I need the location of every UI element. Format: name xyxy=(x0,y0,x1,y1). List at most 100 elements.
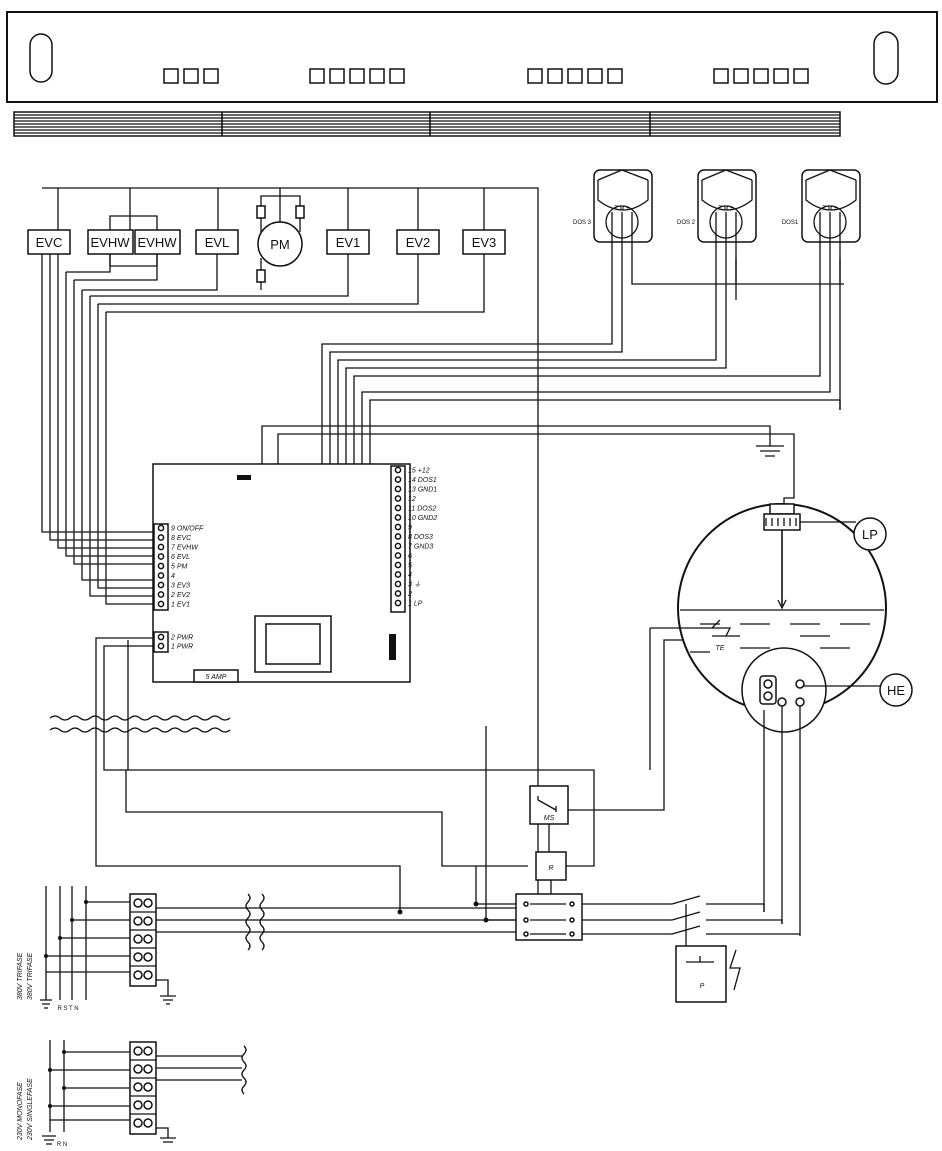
evc-valve: EVC xyxy=(27,229,71,255)
terminal-label: 3 ⏚ xyxy=(408,581,421,589)
he-heater: HE xyxy=(741,647,913,936)
terminal-label: 4 xyxy=(408,572,412,579)
boiler-tank: LP xyxy=(677,503,887,713)
terminal-label: 15 +12 xyxy=(408,468,430,475)
evhw-valve-2: EVHW xyxy=(134,229,181,255)
terminal-screw xyxy=(394,466,402,474)
terminal-label: 6 xyxy=(408,553,412,560)
dos1-label: DOS1 xyxy=(782,220,799,226)
striped-bar xyxy=(13,111,841,137)
terminal-label: 9 ON/OFF xyxy=(171,526,204,533)
ms-label: MS xyxy=(544,815,555,822)
terminal-screw xyxy=(157,543,165,551)
ev1-valve: EV1 xyxy=(326,229,370,255)
terminal-screw xyxy=(394,533,402,540)
terminal-screw xyxy=(157,600,165,608)
evhw-label-2: EVHW xyxy=(138,235,178,250)
terminal-screw xyxy=(157,524,165,532)
terminal-label: 2 EV2 xyxy=(170,592,190,599)
power-terminal-block: 2 PWR 1 PWR xyxy=(153,631,193,653)
terminal-screw xyxy=(394,504,402,512)
terminal-screw xyxy=(394,476,402,483)
he-label: HE xyxy=(887,683,905,698)
fuse-label: 5 AMP xyxy=(206,674,227,681)
ev3-label: EV3 xyxy=(472,235,497,250)
terminal-label: 7 GND3 xyxy=(408,544,433,551)
terminal-label: 14 DOS1 xyxy=(408,477,437,484)
terminal-label: 6 EVL xyxy=(171,554,190,561)
dos1-pins: T M + xyxy=(822,206,838,212)
terminal-screw xyxy=(394,523,402,531)
te-label: TE xyxy=(716,645,725,652)
terminal-label: 1 PWR xyxy=(171,644,193,651)
terminal-screw xyxy=(394,561,402,569)
doser-dos3: T M + DOS 3 xyxy=(573,169,653,264)
ev3-valve: EV3 xyxy=(462,229,506,255)
terminal-screw xyxy=(157,642,165,650)
terminal-label: 5 PM xyxy=(171,564,188,571)
terminal-screw xyxy=(394,542,402,550)
cable-break xyxy=(49,715,231,733)
evl-label: EVL xyxy=(205,235,230,250)
terminal-screw xyxy=(157,591,165,598)
terminal-screw xyxy=(394,599,402,607)
three-phase-supply: R S T N 380V TRIFASE 380V TRIFASE xyxy=(17,886,180,1012)
terminal-screw xyxy=(157,633,165,641)
pump-switch: P xyxy=(671,895,800,1003)
terminal-screw xyxy=(394,571,402,578)
single-phase-label-b: 230V SINGLEFASE xyxy=(27,1078,34,1141)
dos2-pins: T M + xyxy=(718,206,734,212)
panel-slot-group-1 xyxy=(163,68,219,84)
supply-bus xyxy=(180,893,516,951)
ev2-valve: EV2 xyxy=(396,229,440,255)
panel-slot-group-4 xyxy=(713,68,809,84)
terminal-label: 3 EV3 xyxy=(171,583,190,590)
evc-label: EVC xyxy=(36,235,63,250)
power-wiring xyxy=(95,637,595,912)
terminal-screw xyxy=(394,590,402,597)
evhw-valve-1: EVHW xyxy=(87,229,134,255)
panel-slot-group-3 xyxy=(527,68,623,84)
terminal-label: 9 xyxy=(408,525,412,532)
evl-valve: EVL xyxy=(195,229,239,255)
terminal-screw xyxy=(394,514,402,521)
evhw-label-1: EVHW xyxy=(91,235,131,250)
valve-wiring xyxy=(41,254,485,605)
single-phase-label-a: 230V MONOFASE xyxy=(17,1082,24,1141)
panel-slot-group-2 xyxy=(309,68,405,84)
doser-dos2: T M + DOS 2 xyxy=(677,169,757,320)
terminal-screw xyxy=(157,534,165,541)
terminal-screw xyxy=(157,581,165,589)
dos2-label: DOS 2 xyxy=(677,220,696,226)
top-bus xyxy=(42,187,539,902)
terminal-screw xyxy=(394,580,402,588)
ms-switch: MS xyxy=(529,639,682,852)
terminal-screw xyxy=(157,553,165,560)
ev1-label: EV1 xyxy=(336,235,361,250)
doser-dos1: T M + DOS1 xyxy=(782,169,861,410)
control-board: 5 AMP xyxy=(152,463,411,683)
terminal-label: 2 PWR xyxy=(170,635,193,642)
terminal-label: 1 EV1 xyxy=(171,602,190,609)
three-phase-label-b: 380V TRIFASE xyxy=(27,952,34,1000)
terminal-screw xyxy=(394,495,402,502)
lp-label: LP xyxy=(862,527,878,542)
pm-label: PM xyxy=(270,237,290,252)
top-panel xyxy=(6,11,938,103)
terminal-label: 11 DOS2 xyxy=(408,506,436,513)
single-phase-terminals: R N xyxy=(57,1142,67,1148)
single-phase-supply: R N 230V MONOFASE 230V SINGLEFASE xyxy=(17,1040,247,1148)
terminal-label: 12 xyxy=(408,496,416,503)
terminal-label: 8 EVC xyxy=(171,535,192,542)
terminal-label: 1 LP xyxy=(408,601,423,608)
terminal-screw xyxy=(157,572,165,579)
pm-pump-motor: PM xyxy=(256,195,305,290)
terminal-label: 13 GND1 xyxy=(408,487,437,494)
r-label: R xyxy=(548,865,553,872)
doser-common-line xyxy=(631,256,844,285)
three-phase-terminals: R S T N xyxy=(57,1006,78,1012)
contactor xyxy=(515,893,672,941)
